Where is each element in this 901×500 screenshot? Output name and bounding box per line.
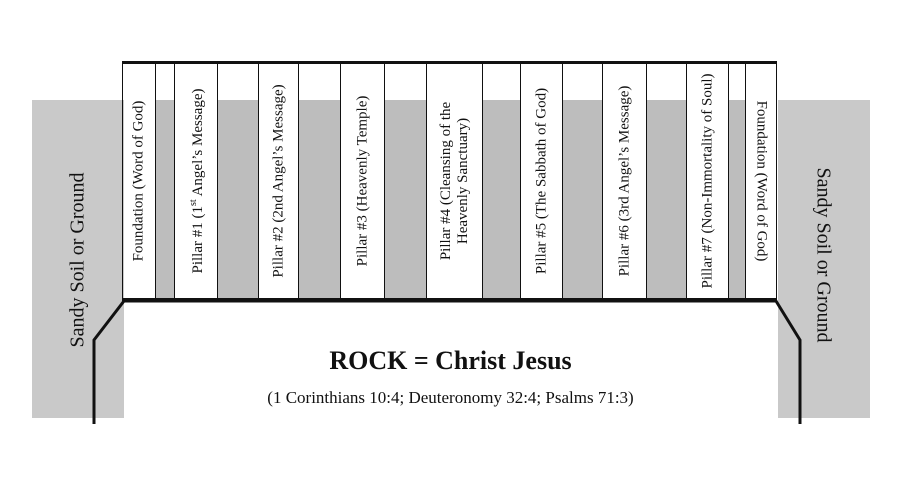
pillar-7: Pillar #7 (Non-Immortality of Soul): [686, 64, 728, 298]
foundation-left: Foundation (Word of God): [122, 64, 155, 298]
pillar-5: Pillar #5 (The Sabbath of God): [520, 64, 562, 298]
gap-8: [728, 64, 745, 298]
gap-6: [562, 64, 602, 298]
gap-2: [217, 64, 258, 298]
gap-3: [298, 64, 340, 298]
rock-title: ROCK = Christ Jesus: [329, 346, 572, 375]
pillar-3: Pillar #3 (Heavenly Temple): [340, 64, 384, 298]
rock-outline-line: [92, 299, 802, 424]
gap-1: [155, 64, 174, 298]
gap-7: [646, 64, 686, 298]
sandy-soil-right: [778, 100, 870, 418]
pillar-6: Pillar #6 (3rd Angel’s Message): [602, 64, 646, 298]
sandy-soil-left: [32, 100, 124, 418]
pillar-1: Pillar #1 (1st Angel’s Message): [174, 64, 217, 298]
foundation-right: Foundation (Word of God): [745, 64, 777, 298]
pillar-2: Pillar #2 (2nd Angel’s Message): [258, 64, 298, 298]
temple-structure: Foundation (Word of God) Pillar #1 (1st …: [122, 61, 777, 301]
gap-5: [482, 64, 520, 298]
gap-4: [384, 64, 426, 298]
rock-reference: (1 Corinthians 10:4; Deuteronomy 32:4; P…: [267, 388, 634, 407]
